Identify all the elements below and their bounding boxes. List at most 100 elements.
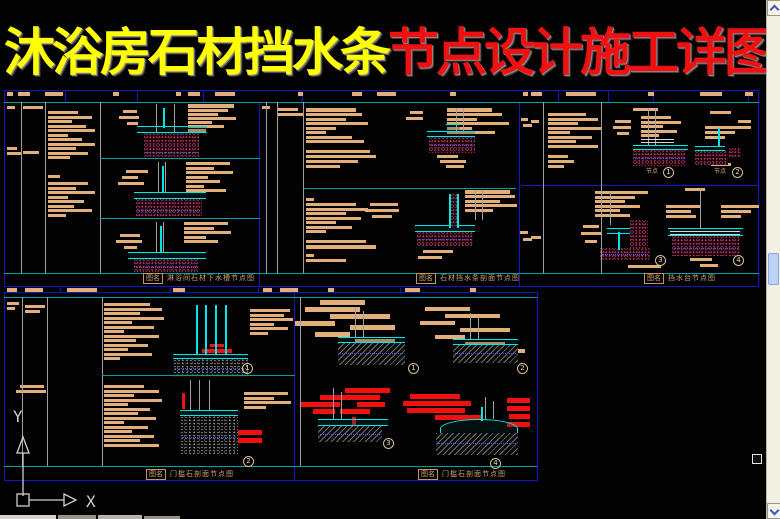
note-bar [48, 195, 68, 199]
note-bar [306, 135, 352, 139]
frame-line [4, 286, 759, 287]
note-bar [188, 104, 234, 108]
note-bar [23, 106, 43, 109]
note-bar [104, 403, 128, 406]
caption: 图名 门槛石剖面节点图 [418, 469, 506, 480]
hatch-fill [695, 151, 728, 165]
cyan-line [163, 108, 165, 128]
note-bar [548, 165, 564, 168]
leader-line [156, 222, 157, 252]
note-bar [278, 113, 304, 116]
note-bar [328, 288, 334, 292]
note-bar [350, 325, 395, 330]
caption-label: 图名 [418, 469, 438, 480]
drawing-title: 沐浴房石材挡水条节点设计施工详图 [4, 26, 775, 82]
note-bar [721, 210, 751, 213]
teal-divider [100, 158, 260, 159]
note-bar [306, 221, 336, 224]
frame-line [302, 90, 303, 102]
note-bar [104, 407, 150, 411]
note-bar [548, 160, 574, 163]
note-bar [116, 240, 142, 243]
note-bar [188, 109, 228, 112]
node-label: 节点 [714, 169, 727, 175]
note-bar [250, 322, 274, 326]
scroll-up-button[interactable] [767, 0, 780, 16]
note-bar [440, 160, 466, 163]
scrollbar-thumb[interactable] [768, 253, 779, 285]
note-bar [45, 92, 63, 96]
cyan-line [481, 407, 483, 421]
note-bar [104, 321, 132, 324]
frame-line [4, 102, 759, 103]
note-bar [188, 117, 236, 120]
frame-line [4, 90, 5, 287]
note-bar [104, 443, 159, 447]
frame-line [137, 90, 138, 102]
waterproof-dotted-line [431, 145, 473, 147]
leader-line [655, 108, 656, 145]
note-bar [523, 238, 532, 241]
leader-line [174, 104, 175, 132]
note-bar [16, 390, 46, 393]
note-bar [48, 204, 74, 208]
note-bar [465, 190, 510, 194]
vertical-scrollbar[interactable] [766, 0, 780, 519]
note-bar [470, 288, 476, 292]
note-bar [306, 165, 340, 168]
caption-title: 门槛石剖面节点图 [170, 471, 234, 478]
ladder-line [670, 231, 740, 232]
cyan-layer-band [440, 419, 518, 433]
note-bar [250, 318, 293, 321]
note-bar [628, 265, 661, 268]
note-bar [48, 200, 84, 203]
note-bar [548, 144, 598, 148]
note-bar [104, 307, 162, 311]
note-bar [306, 150, 370, 153]
note-bar [446, 165, 464, 168]
note-bar [20, 385, 44, 388]
panel-b: 图名 石材挡水条剖面节点图 [260, 102, 520, 286]
frame-line [65, 90, 66, 102]
frame-line [294, 292, 295, 481]
note-bar [244, 401, 291, 404]
note-bar [188, 113, 218, 116]
hatch-fill [134, 259, 198, 272]
frame-line [4, 297, 537, 298]
cyan-layer-band [607, 228, 647, 234]
note-bar [186, 180, 220, 183]
red-note-bar [407, 408, 465, 413]
note-bar [306, 108, 356, 112]
note-bar [690, 258, 712, 261]
note-bar [104, 330, 124, 333]
leader-line [493, 401, 494, 419]
red-note-bar [357, 402, 385, 407]
cyan-layer-band [338, 337, 405, 343]
note-bar [595, 209, 620, 212]
note-bar [377, 92, 396, 96]
note-bar [186, 171, 233, 174]
leader-line [199, 380, 200, 410]
teal-divider [102, 375, 295, 376]
red-note-bar [210, 344, 224, 347]
note-bar [306, 207, 368, 211]
note-bar [127, 122, 138, 125]
leader-line [163, 222, 164, 252]
waterproof-dotted-line [340, 353, 403, 355]
note-bar [104, 385, 144, 388]
note-bar [104, 430, 132, 433]
note-bar [48, 213, 66, 217]
note-bar [120, 234, 140, 237]
note-bar [418, 256, 442, 259]
note-bar [119, 116, 139, 119]
note-bar [48, 209, 92, 212]
red-note-bar [235, 430, 262, 435]
scroll-down-button[interactable] [767, 503, 780, 519]
hatch-fill [729, 148, 741, 158]
note-bar [523, 124, 532, 127]
note-bar [278, 108, 298, 111]
leader-line [700, 188, 701, 228]
